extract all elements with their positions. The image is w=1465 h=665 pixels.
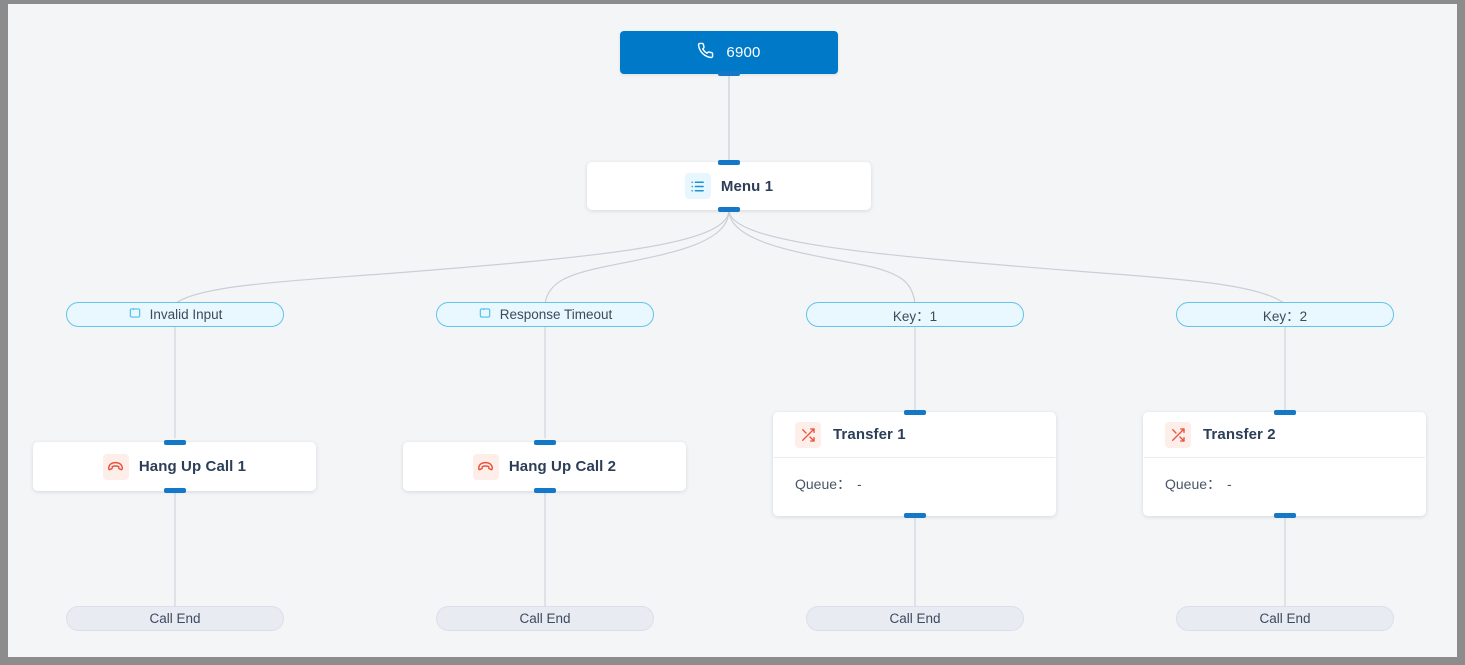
edge-menu-to-branch-4 — [728, 209, 1286, 305]
port-top[interactable] — [1273, 410, 1296, 415]
call-end-node-2[interactable]: Call End — [436, 606, 654, 631]
divider — [1144, 457, 1425, 458]
port-bottom[interactable] — [1273, 513, 1296, 518]
call-end-node-4[interactable]: Call End — [1176, 606, 1394, 631]
call-end-label: Call End — [149, 611, 201, 626]
hang-up-call-icon — [472, 453, 499, 480]
hang-up-call-1-label: Hang Up Call 1 — [138, 458, 247, 475]
port-top[interactable] — [903, 410, 926, 415]
branch-pill-key-1[interactable]: Key：1 — [806, 302, 1024, 327]
transfer-shuffle-icon — [1165, 421, 1191, 448]
branch-pill-invalid-input[interactable]: Invalid Input — [66, 302, 284, 327]
hang-up-call-icon — [102, 453, 129, 480]
edge-menu-to-branch-2 — [544, 209, 730, 305]
call-end-label: Call End — [519, 611, 571, 626]
transfer-2-queue-field-label: Queue： — [1165, 476, 1222, 492]
list-menu-icon — [684, 173, 711, 199]
phone-icon — [697, 42, 714, 63]
port-bottom[interactable] — [163, 488, 186, 493]
edge-layer — [174, 74, 1286, 608]
branch-pill-label: Invalid Input — [149, 307, 223, 322]
transfer-1-node[interactable]: Transfer 1 Queue： - — [773, 410, 1056, 518]
edge-menu-to-branch-1 — [174, 209, 730, 305]
call-end-label: Call End — [889, 611, 941, 626]
transfer-2-label: Transfer 2 — [1203, 426, 1276, 443]
call-end-node-3[interactable]: Call End — [806, 606, 1024, 631]
loop-retry-icon — [478, 306, 492, 323]
menu-node-label: Menu 1 — [720, 177, 774, 195]
branch-pill-label: Key：2 — [1262, 308, 1308, 324]
loop-retry-icon — [128, 306, 142, 323]
call-end-label: Call End — [1259, 611, 1311, 626]
menu-node[interactable]: Menu 1 — [587, 160, 871, 212]
root-extension-label: 6900 — [726, 44, 761, 61]
port-bottom[interactable] — [718, 71, 740, 76]
port-top[interactable] — [718, 160, 740, 165]
root-extension-node[interactable]: 6900 — [620, 31, 838, 76]
call-flow-canvas-frame: 6900 Menu 1 — [8, 4, 1457, 657]
call-end-node-1[interactable]: Call End — [66, 606, 284, 631]
port-bottom[interactable] — [903, 513, 926, 518]
transfer-1-queue-field-value: - — [857, 476, 862, 492]
branch-pill-key-2[interactable]: Key：2 — [1176, 302, 1394, 327]
hang-up-call-2-label: Hang Up Call 2 — [508, 458, 617, 475]
transfer-2-queue-field-value: - — [1227, 476, 1232, 492]
branch-pill-label: Response Timeout — [499, 307, 613, 322]
port-bottom[interactable] — [533, 488, 556, 493]
transfer-shuffle-icon — [795, 421, 821, 448]
transfer-2-node[interactable]: Transfer 2 Queue： - — [1143, 410, 1426, 518]
port-bottom[interactable] — [718, 207, 740, 212]
branch-pill-label: Key：1 — [892, 308, 938, 324]
divider — [774, 457, 1055, 458]
hang-up-call-2-node[interactable]: Hang Up Call 2 — [403, 440, 686, 493]
call-flow-canvas[interactable]: 6900 Menu 1 — [8, 4, 1457, 657]
transfer-1-queue-field-label: Queue： — [795, 476, 852, 492]
branch-pill-response-timeout[interactable]: Response Timeout — [436, 302, 654, 327]
transfer-1-label: Transfer 1 — [833, 426, 906, 443]
hang-up-call-1-node[interactable]: Hang Up Call 1 — [33, 440, 316, 493]
port-top[interactable] — [163, 440, 186, 445]
edge-menu-to-branch-3 — [728, 209, 916, 305]
port-top[interactable] — [533, 440, 556, 445]
